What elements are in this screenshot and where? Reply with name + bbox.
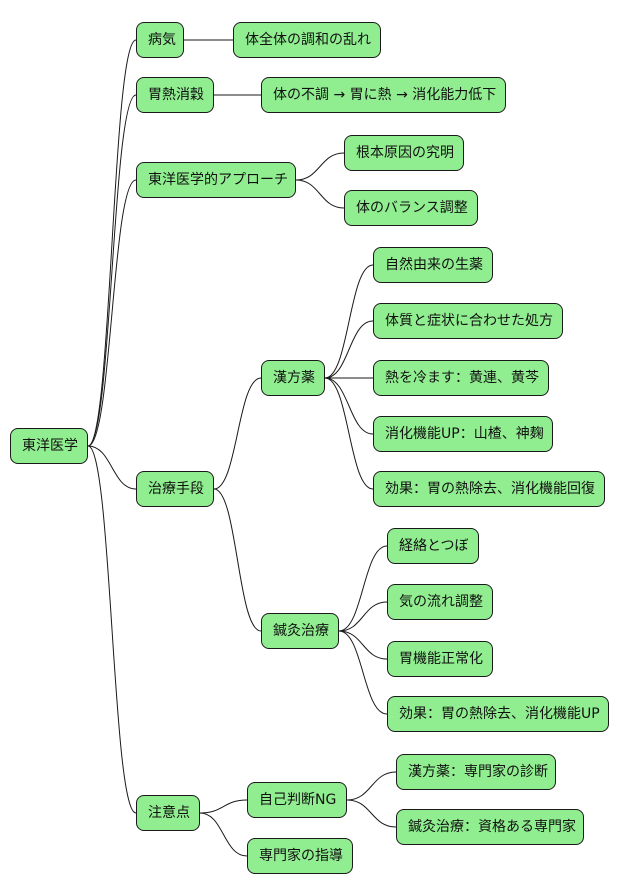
node-byouki: 病気 xyxy=(136,22,184,58)
node-shinkyu-effect: 効果：胃の熱除去、消化機能UP xyxy=(387,696,609,732)
node-jiko: 自己判断NG xyxy=(247,782,347,818)
node-kampo-prescription: 体質と症状に合わせた処方 xyxy=(373,303,563,339)
edge-node-kampo-node-kampo-digestion xyxy=(324,377,374,435)
edge-node-kampo-node-kampo-prescription xyxy=(324,320,374,379)
edge-node-chiryo-node-kampo xyxy=(213,377,262,490)
edge-node-shinkyu-node-shinkyu-effect xyxy=(338,630,388,715)
node-kampo-digestion: 消化機能UP：山楂、神麹 xyxy=(373,416,553,452)
node-shinkyu-normalize: 胃機能正常化 xyxy=(387,641,493,677)
edge-node-jiko-node-jiko-shinkyu xyxy=(346,799,397,828)
edge-node-root-node-approach xyxy=(87,179,137,447)
node-approach-balance: 体のバランス調整 xyxy=(344,190,478,226)
edge-node-root-node-chiryo xyxy=(87,445,137,490)
node-chiryo: 治療手段 xyxy=(136,471,214,507)
node-shinkyu: 鍼灸治療 xyxy=(261,613,339,649)
node-kampo: 漢方薬 xyxy=(261,360,325,396)
edge-node-kampo-node-kampo-effect xyxy=(324,377,374,490)
node-approach-root-cause: 根本原因の究明 xyxy=(344,135,464,171)
edge-node-chiryo-node-shinkyu xyxy=(213,488,262,632)
node-kampo-effect: 効果：胃の熱除去、消化機能回復 xyxy=(373,471,605,507)
node-ineturi: 胃熱消穀 xyxy=(136,77,214,113)
edge-node-shinkyu-node-shinkyu-qi xyxy=(338,601,388,632)
node-shinkyu-meridian: 経絡とつぼ xyxy=(387,528,479,564)
edge-node-kampo-node-kampo-natural xyxy=(324,264,374,379)
node-shinkyu-qi: 気の流れ調整 xyxy=(387,584,493,620)
edge-node-chui-node-jiko xyxy=(199,799,248,814)
edge-node-approach-node-approach-root-cause xyxy=(295,152,345,181)
edge-node-approach-node-approach-balance xyxy=(295,179,345,209)
node-approach: 東洋医学的アプローチ xyxy=(136,162,296,198)
edge-node-shinkyu-node-shinkyu-normalize xyxy=(338,630,388,660)
node-chui: 注意点 xyxy=(136,795,200,831)
edge-node-root-node-byouki xyxy=(87,39,137,447)
node-ineturi-detail: 体の不調 → 胃に熱 → 消化能力低下 xyxy=(261,77,506,113)
edge-node-shinkyu-node-shinkyu-meridian xyxy=(338,545,388,632)
node-root: 東洋医学 xyxy=(10,428,88,464)
node-kampo-cooling: 熱を冷ます：黄連、黄芩 xyxy=(373,360,549,396)
node-jiko-shinkyu: 鍼灸治療：資格ある専門家 xyxy=(396,809,584,845)
edge-node-root-node-ineturi xyxy=(87,94,137,447)
node-senmon: 専門家の指導 xyxy=(247,838,353,874)
edge-node-jiko-node-jiko-kampo xyxy=(346,771,397,801)
edge-node-chui-node-senmon xyxy=(199,812,248,857)
node-kampo-natural: 自然由来の生薬 xyxy=(373,247,493,283)
node-jiko-kampo: 漢方薬：専門家の診断 xyxy=(396,754,556,790)
edge-node-root-node-chui xyxy=(87,445,137,814)
node-byouki-detail: 体全体の調和の乱れ xyxy=(233,22,381,58)
